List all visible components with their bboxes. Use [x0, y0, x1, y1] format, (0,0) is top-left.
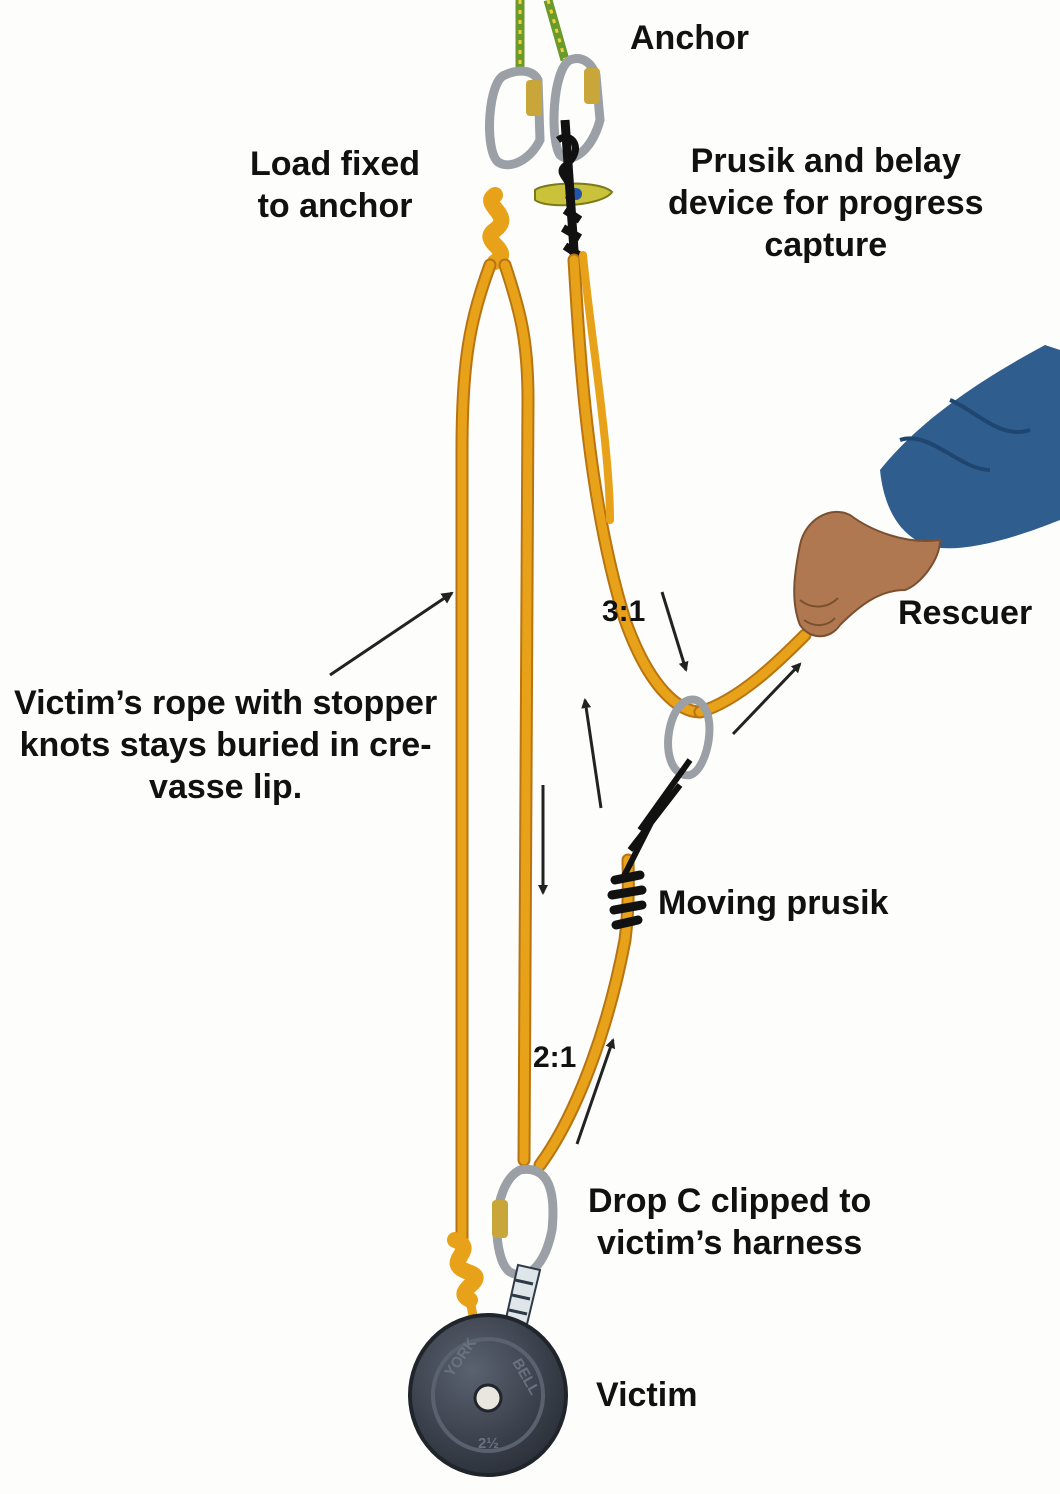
arrow-prusik-up — [581, 698, 603, 809]
label-victim-rope: Victim’s rope with stopper knots stays b… — [14, 684, 438, 806]
anchor-rope — [515, 0, 570, 70]
pulley-carabiner — [664, 695, 714, 780]
arrow-to-victim-rope — [329, 591, 454, 677]
label-rescuer: Rescuer — [898, 594, 1033, 632]
label-moving-prusik: Moving prusik — [658, 884, 889, 922]
anchor-carabiner-left — [485, 66, 545, 170]
direction-arrows — [329, 591, 802, 1145]
plate-weight: 2½ — [478, 1435, 499, 1452]
arrow-3to1-down — [660, 591, 689, 672]
rescuer-arm — [793, 345, 1060, 638]
label-anchor: Anchor — [630, 19, 749, 57]
prusik-cord-top — [555, 119, 583, 266]
label-drop-c: Drop C clipped to victim’s harness — [588, 1182, 872, 1262]
label-ratio-3to1: 3:1 — [602, 595, 646, 628]
moving-prusik — [607, 758, 693, 930]
label-load-fixed: Load fixed to anchor — [250, 145, 421, 225]
weight-plate: YORK BELL 2½ — [408, 1313, 568, 1477]
arrow-rescuer-pull — [731, 662, 802, 736]
rope-system — [447, 187, 812, 1400]
label-victim: Victim — [596, 1376, 698, 1414]
arrow-2to1-up — [575, 1038, 616, 1145]
drop-c-carabiner — [492, 1164, 558, 1280]
label-prusik-belay: Prusik and belay device for progress cap… — [668, 142, 984, 264]
label-ratio-2to1: 2:1 — [533, 1041, 577, 1074]
